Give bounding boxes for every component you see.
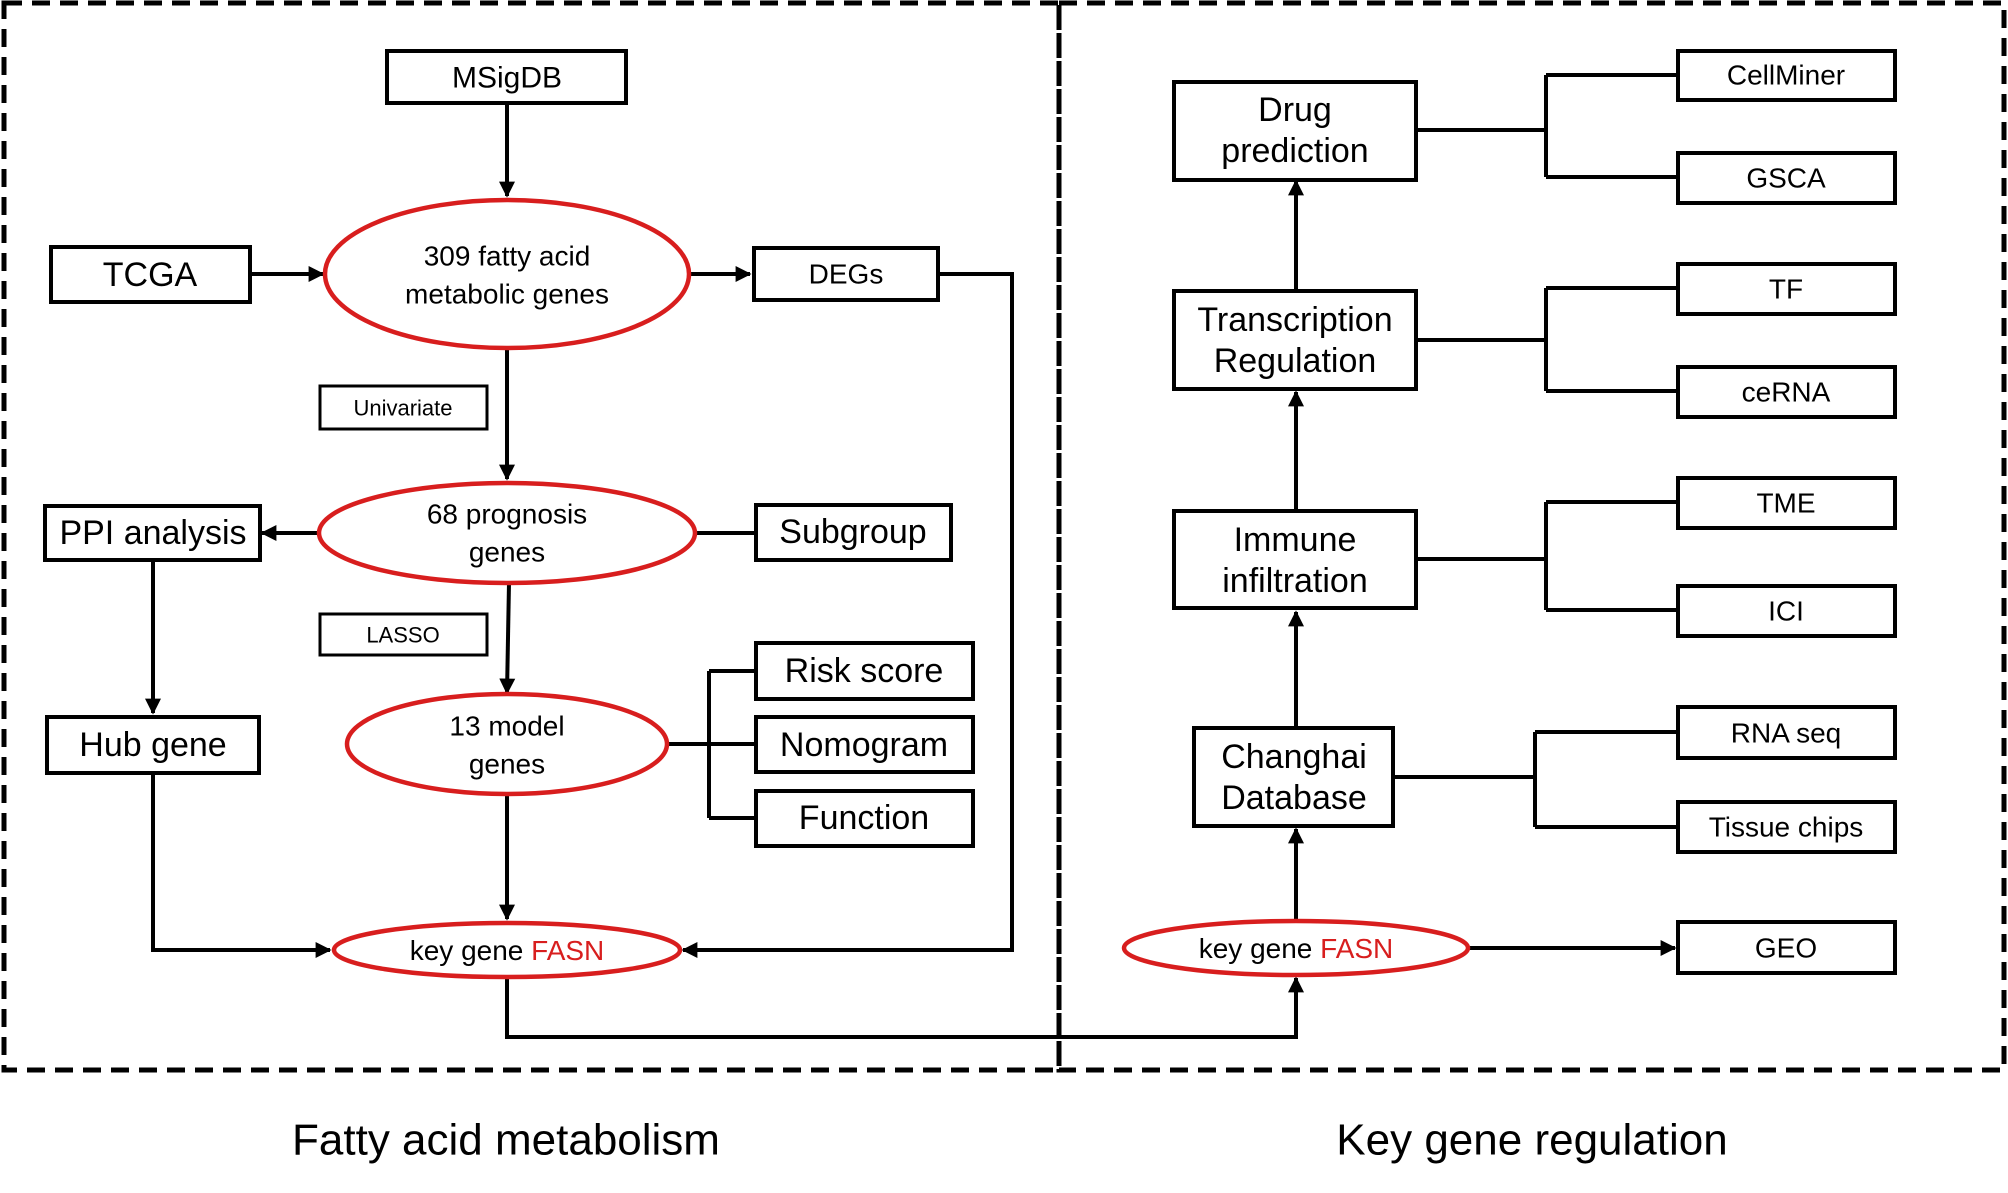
immune-infiltration-node: Immune infiltration xyxy=(1172,509,1418,610)
degs-node: DEGs xyxy=(752,246,940,302)
drug-prediction-line1: Drug xyxy=(1258,91,1332,129)
immune-line1: Immune xyxy=(1234,521,1357,559)
nomogram-label: Nomogram xyxy=(780,726,948,764)
drug-prediction-line2: prediction xyxy=(1221,132,1368,170)
changhai-database-node: Changhai Database xyxy=(1192,726,1395,828)
ppi-analysis-node: PPI analysis xyxy=(43,504,262,562)
changhai-line1: Changhai xyxy=(1221,738,1367,776)
univariate-node: Univariate xyxy=(318,384,489,431)
key-gene-right-node: key gene FASN xyxy=(1121,918,1471,978)
tissue-chips-node: Tissue chips xyxy=(1676,800,1897,854)
rna-seq-node: RNA seq xyxy=(1676,705,1897,760)
changhai-line2: Database xyxy=(1221,779,1367,817)
subgroup-node: Subgroup xyxy=(754,503,953,562)
key-gene-left-prefix: key gene xyxy=(410,935,531,966)
gsca-node: GSCA xyxy=(1676,151,1897,205)
cerna-label: ceRNA xyxy=(1742,377,1831,408)
geo-node: GEO xyxy=(1676,920,1897,975)
prognosis-genes-line1: 68 prognosis xyxy=(427,499,587,530)
right-panel-caption: Key gene regulation xyxy=(1336,1116,1727,1165)
function-node: Function xyxy=(754,789,975,848)
model-genes-line2: genes xyxy=(469,749,545,780)
cellminer-label: CellMiner xyxy=(1727,60,1845,91)
prognosis-genes-node: 68 prognosis genes xyxy=(316,480,698,586)
left-connectors xyxy=(145,103,1304,1039)
lasso-node: LASSO xyxy=(318,612,489,657)
msigdb-label: MSigDB xyxy=(452,62,562,95)
right-connectors xyxy=(1288,73,1678,956)
ici-label: ICI xyxy=(1768,596,1804,627)
tcga-node: TCGA xyxy=(49,245,252,304)
tme-node: TME xyxy=(1676,476,1897,530)
key-gene-left-name: FASN xyxy=(531,935,604,966)
degs-label: DEGs xyxy=(809,259,884,290)
fatty-acid-genes-line2: metabolic genes xyxy=(405,279,609,310)
model-genes-node: 13 model genes xyxy=(344,691,670,797)
msigdb-node: MSigDB xyxy=(385,49,628,105)
fatty-acid-genes-line1: 309 fatty acid xyxy=(424,241,591,272)
fatty-acid-genes-node: 309 fatty acid metabolic genes xyxy=(322,197,692,351)
tme-label: TME xyxy=(1756,488,1815,519)
key-gene-left-text: key gene FASN xyxy=(410,935,605,966)
rna-seq-label: RNA seq xyxy=(1731,718,1842,749)
ppi-analysis-label: PPI analysis xyxy=(59,514,246,552)
key-gene-right-prefix: key gene xyxy=(1199,933,1320,964)
key-gene-left-node: key gene FASN xyxy=(331,920,683,980)
cerna-node: ceRNA xyxy=(1676,365,1897,419)
tf-node: TF xyxy=(1676,262,1897,316)
tcga-label: TCGA xyxy=(103,256,198,294)
univariate-label: Univariate xyxy=(353,396,452,421)
risk-score-node: Risk score xyxy=(754,641,975,701)
key-gene-right-text: key gene FASN xyxy=(1199,933,1394,964)
hub-gene-label: Hub gene xyxy=(79,726,226,764)
ici-node: ICI xyxy=(1676,584,1897,638)
lasso-label: LASSO xyxy=(366,623,439,648)
left-panel-caption: Fatty acid metabolism xyxy=(292,1116,720,1165)
drug-prediction-node: Drug prediction xyxy=(1172,80,1418,182)
function-label: Function xyxy=(799,799,929,837)
hub-gene-node: Hub gene xyxy=(45,715,261,775)
nomogram-node: Nomogram xyxy=(754,715,975,774)
prognosis-genes-line2: genes xyxy=(469,537,545,568)
subgroup-label: Subgroup xyxy=(779,513,926,551)
tissue-chips-label: Tissue chips xyxy=(1709,812,1864,843)
key-gene-right-name: FASN xyxy=(1320,933,1393,964)
geo-label: GEO xyxy=(1755,933,1817,964)
gsca-label: GSCA xyxy=(1746,163,1826,194)
immune-line2: infiltration xyxy=(1222,562,1368,600)
model-genes-line1: 13 model xyxy=(449,711,564,742)
cellminer-node: CellMiner xyxy=(1676,49,1897,102)
transcription-line1: Transcription xyxy=(1197,301,1392,339)
left-panel-border xyxy=(1,0,1062,1073)
tf-label: TF xyxy=(1769,274,1803,305)
transcription-regulation-node: Transcription Regulation xyxy=(1172,289,1418,391)
risk-score-label: Risk score xyxy=(785,652,944,690)
transcription-line2: Regulation xyxy=(1214,342,1377,380)
